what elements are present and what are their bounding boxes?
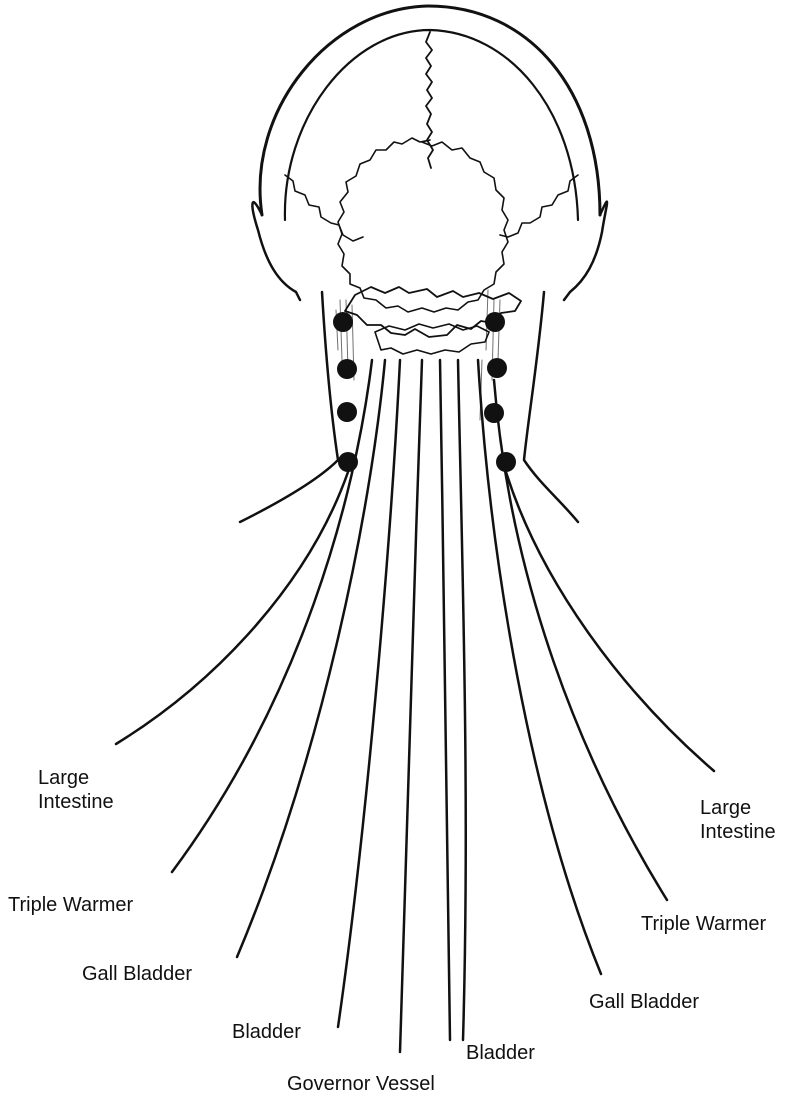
label-large-intestine-left: Large Intestine (38, 766, 114, 814)
left-ear (252, 202, 300, 300)
neck-right (524, 292, 578, 522)
point-left-2 (337, 359, 357, 379)
skull-outline (285, 30, 578, 220)
suture-right (500, 175, 578, 237)
point-right-1 (485, 312, 505, 332)
label-gall-bladder-right: Gall Bladder (589, 990, 699, 1014)
meridian-governor-vessel-right (440, 360, 450, 1040)
point-left-3 (337, 402, 357, 422)
label-triple-warmer-left: Triple Warmer (8, 893, 133, 917)
label-bladder-right: Bladder (466, 1041, 535, 1065)
sagittal-suture (426, 32, 433, 168)
meridian-triple-warmer-right (494, 380, 667, 900)
label-gall-bladder-left: Gall Bladder (82, 962, 192, 986)
meridian-large-intestine-right (506, 472, 714, 771)
meridian-gall-bladder-right (478, 360, 601, 974)
meridian-governor-vessel-left (400, 360, 422, 1052)
meridian-bladder-right (458, 360, 466, 1040)
suture-left (285, 175, 363, 241)
occipital-bone (338, 138, 508, 312)
point-right-3 (484, 403, 504, 423)
neck-left (240, 292, 338, 522)
point-right-2 (487, 358, 507, 378)
label-large-intestine-right: Large Intestine (700, 796, 776, 844)
point-left-1 (333, 312, 353, 332)
label-triple-warmer-right: Triple Warmer (641, 912, 766, 936)
meridian-gall-bladder-left (237, 360, 385, 957)
label-governor-vessel: Governor Vessel (287, 1072, 435, 1096)
label-bladder-left: Bladder (232, 1020, 301, 1044)
